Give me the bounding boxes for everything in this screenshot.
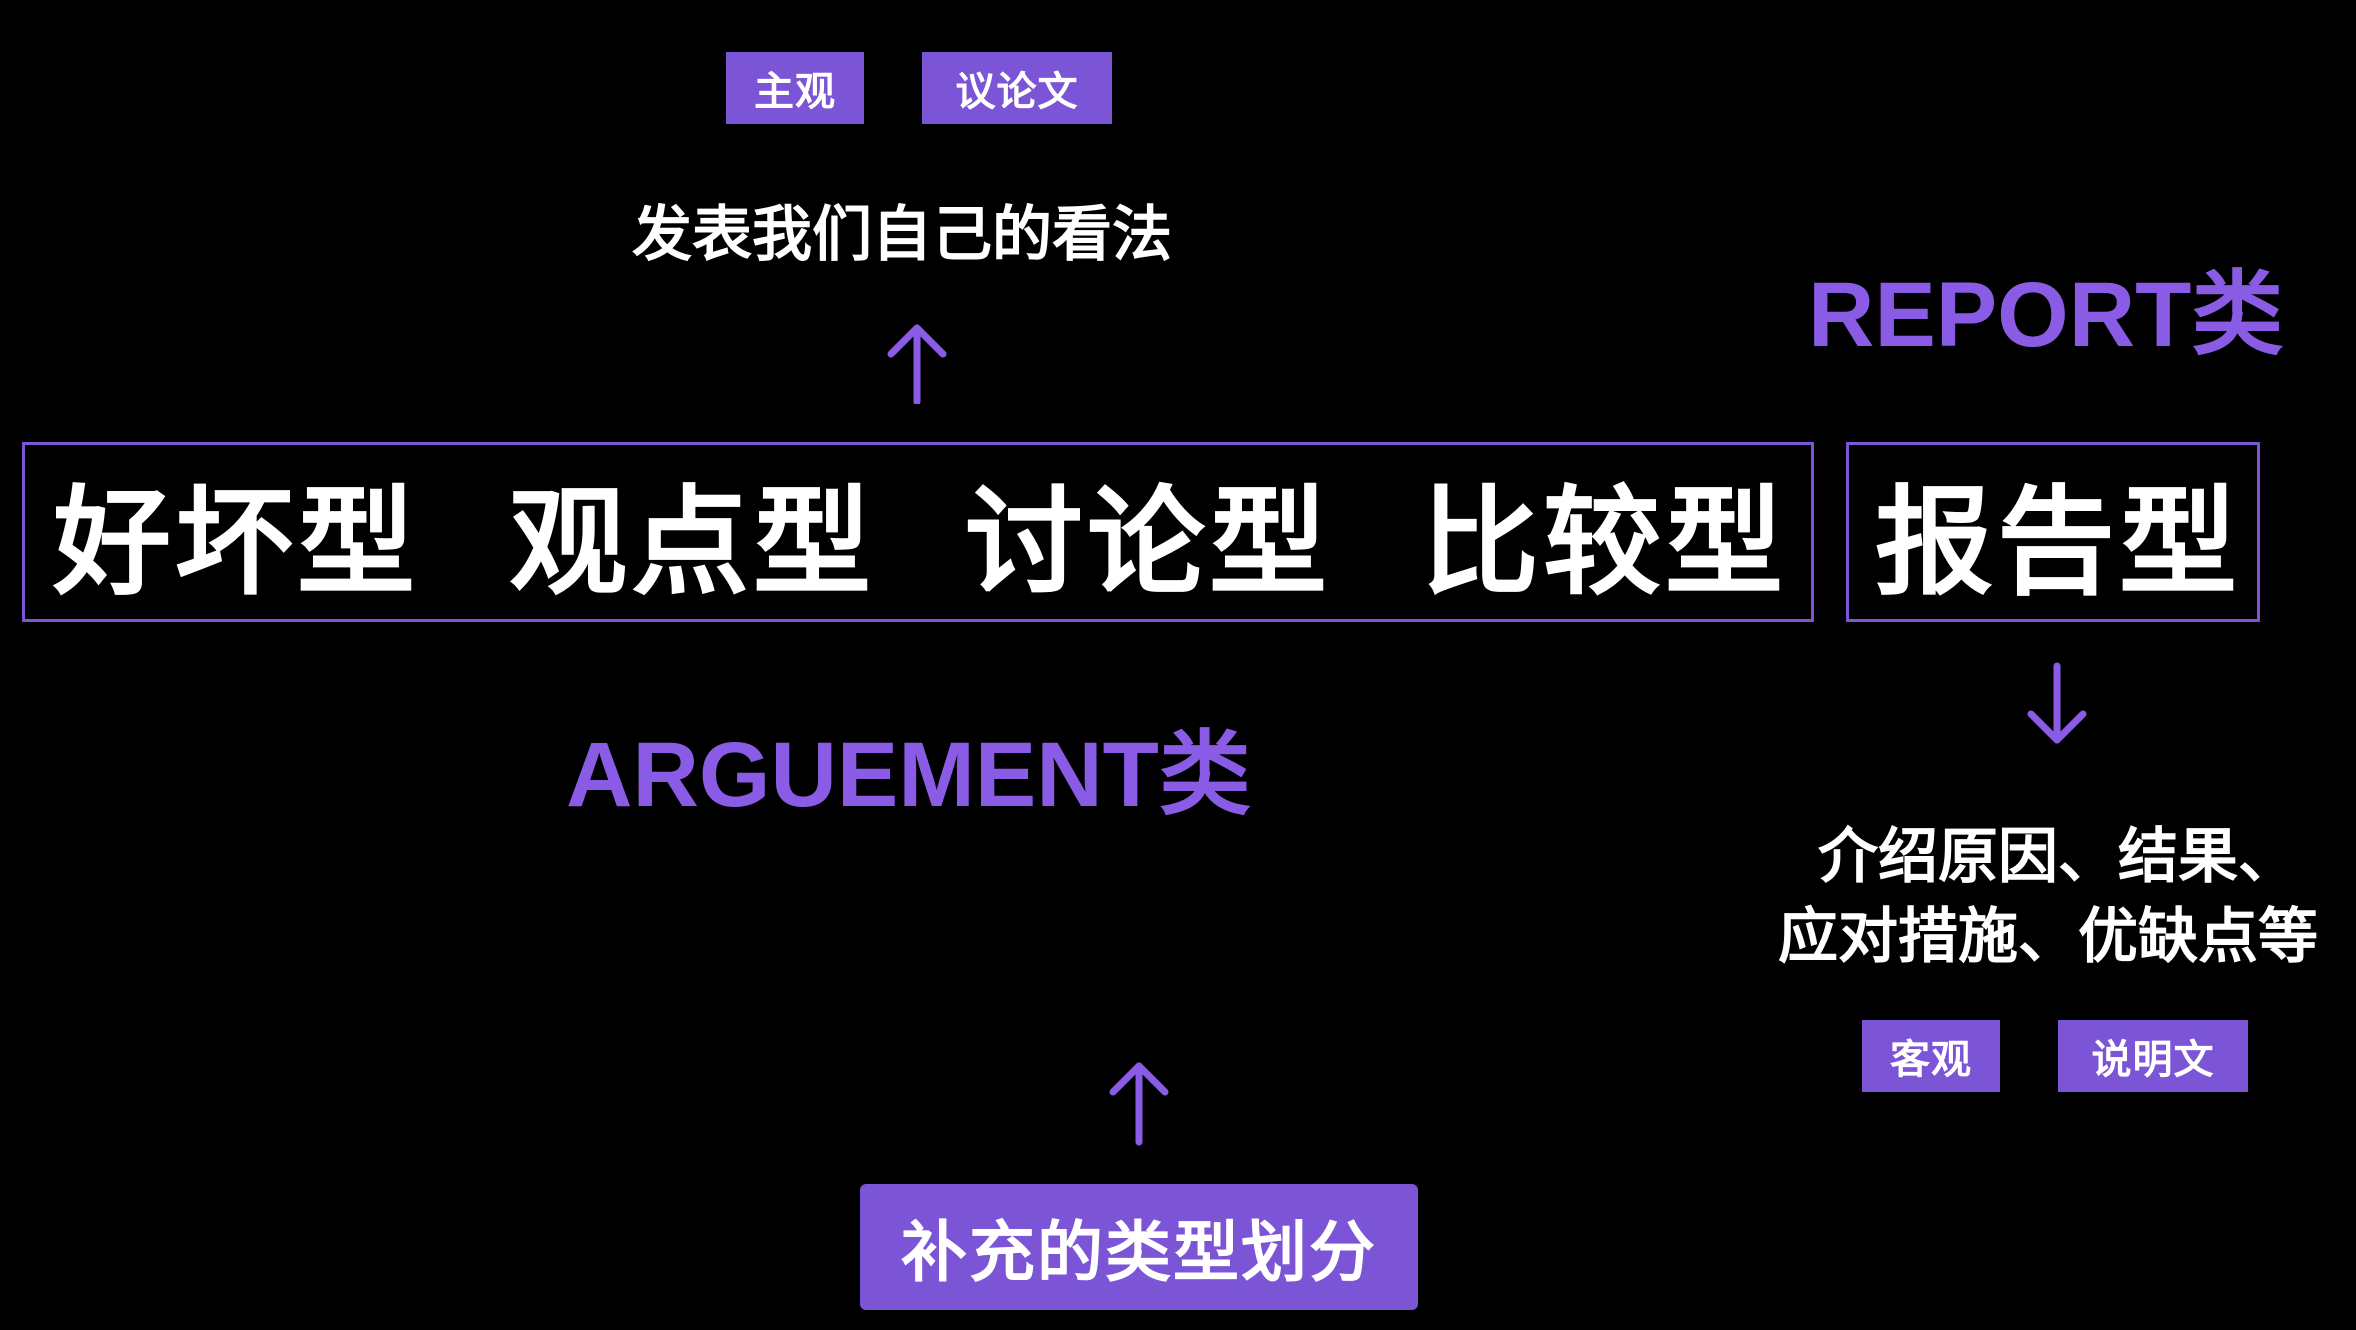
report-description-line1: 介绍原因、结果、 [1818, 822, 2298, 892]
arrow-up-icon [1109, 1062, 1169, 1146]
report-type-box: 报告型 [1846, 442, 2260, 622]
type-good-bad: 好坏型 [53, 473, 420, 612]
arrow-up-icon [887, 324, 947, 404]
report-category-title: REPORT类 [1808, 264, 2284, 366]
argument-types-box: 好坏型 观点型 讨论型 比较型 [22, 442, 1814, 622]
report-description-line2: 应对措施、优缺点等 [1778, 902, 2318, 972]
type-discussion: 讨论型 [965, 473, 1332, 612]
arrow-down-icon [2027, 662, 2087, 744]
supplementary-classification-button[interactable]: 补充的类型划分 [860, 1184, 1418, 1310]
argument-category-title: ARGUEMENT类 [566, 724, 1251, 826]
argument-description: 发表我们自己的看法 [632, 200, 1172, 270]
type-comparison: 比较型 [1421, 473, 1788, 612]
tag-objective: 客观 [1862, 1020, 2000, 1092]
tag-argumentative-essay: 议论文 [922, 52, 1112, 124]
tag-subjective: 主观 [726, 52, 864, 124]
type-opinion: 观点型 [509, 473, 876, 612]
tag-expository-essay: 说明文 [2058, 1020, 2248, 1092]
type-report: 报告型 [1875, 473, 2242, 612]
